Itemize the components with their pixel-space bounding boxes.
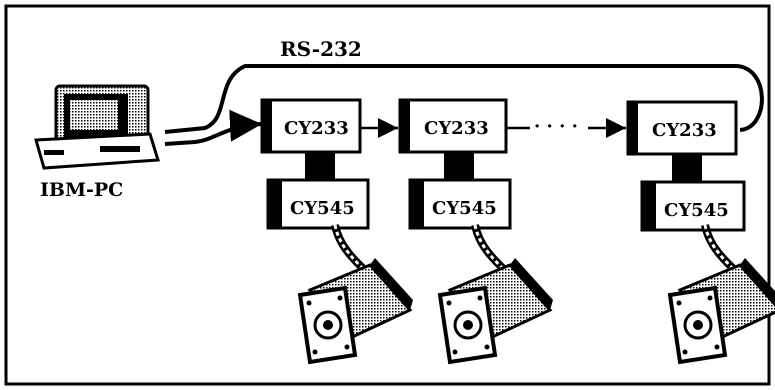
- connector-1: [305, 152, 335, 180]
- ibm-pc-icon: [34, 84, 160, 170]
- node-2: CY233 CY545: [398, 98, 553, 362]
- node-1: CY233 CY545: [260, 98, 413, 362]
- cy545-label-1: CY545: [290, 198, 355, 219]
- connector-2: [444, 152, 474, 180]
- cy545-box-2: [408, 178, 512, 230]
- host-label: IBM-PC: [40, 179, 123, 201]
- cy233-label-3: CY233: [652, 120, 717, 141]
- rs232-cable: [164, 64, 764, 146]
- cy233-label-2: CY233: [424, 118, 489, 139]
- cy545-label-3: CY545: [664, 200, 729, 221]
- cy233-label-1: CY233: [284, 118, 349, 139]
- connector-3: [672, 154, 702, 182]
- cy545-box-1: [266, 178, 370, 230]
- node-3: CY233 CY545: [626, 100, 775, 362]
- bus-label: RS-232: [280, 37, 362, 61]
- chain-ellipsis: · · · ·: [534, 116, 578, 137]
- cy545-label-2: CY545: [432, 198, 497, 219]
